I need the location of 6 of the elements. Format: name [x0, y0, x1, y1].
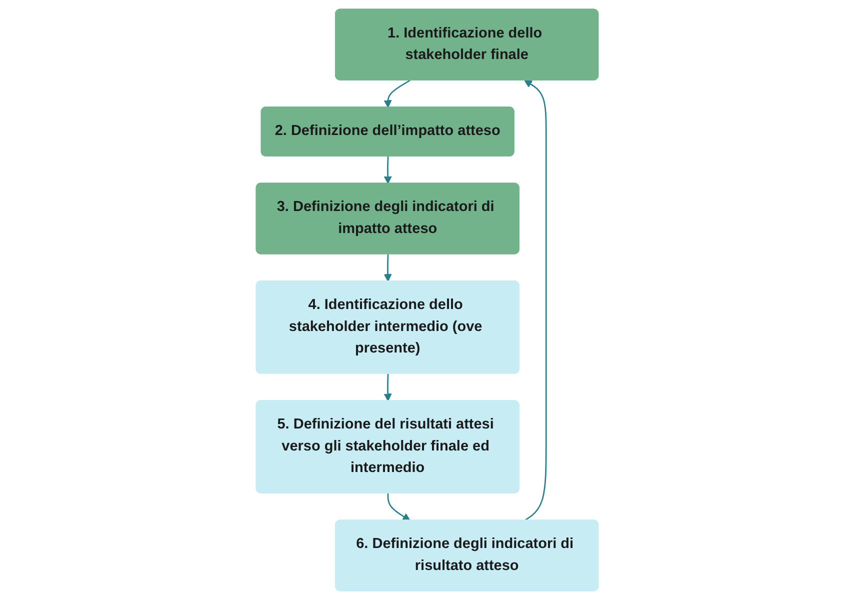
arrow: [384, 80, 410, 108]
arrow: [384, 254, 392, 282]
arrow: [384, 374, 392, 402]
arrow: [384, 156, 392, 184]
arrow: [524, 80, 547, 522]
arrow: [387, 493, 410, 521]
